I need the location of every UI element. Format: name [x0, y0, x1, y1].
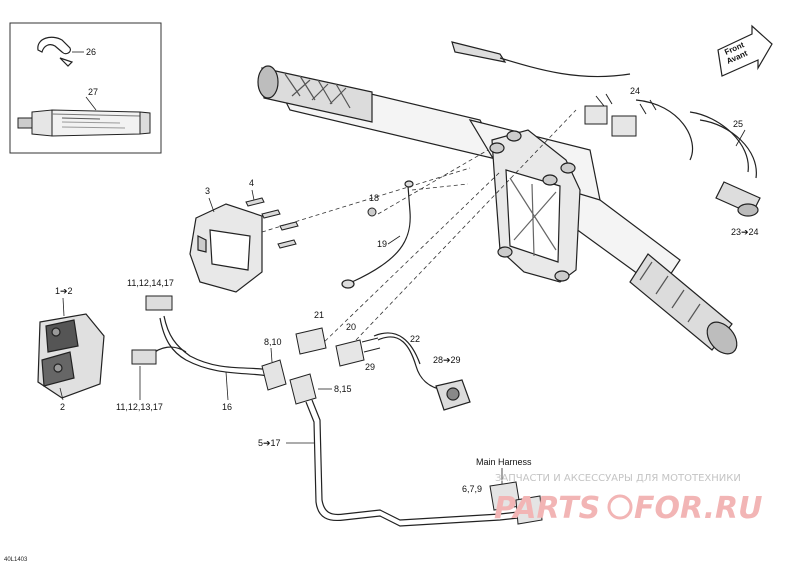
right-grip	[629, 253, 738, 355]
connector-11-14	[131, 295, 173, 365]
callout-24: 24	[630, 86, 640, 96]
watermark-logo-right: FOR.RU	[634, 491, 763, 526]
callout-19: 19	[377, 239, 387, 249]
left-grip	[257, 65, 373, 123]
front-direction-badge: Front Avant	[717, 24, 773, 77]
callout-8-15: 8,15	[334, 384, 352, 394]
cable-tie-part	[37, 36, 74, 67]
callout-21: 21	[314, 310, 324, 320]
watermark: ЗАПЧАСТИ И АКСЕССУАРЫ ДЛЯ МОТОТЕХНИКИ PA…	[494, 473, 763, 526]
watermark-gear-icon	[607, 494, 633, 520]
grease-tube-part	[17, 109, 151, 137]
callout-11-12-14-17: 11,12,14,17	[127, 278, 174, 288]
callout-27: 27	[88, 87, 98, 97]
callout-3: 3	[205, 186, 210, 196]
callout-18: 18	[369, 193, 379, 203]
connector-21	[295, 327, 327, 355]
figure-code: 40L1403	[4, 557, 28, 563]
callout-20: 20	[346, 322, 356, 332]
callout-29: 29	[365, 362, 375, 372]
accessory-inset: 26 27	[9, 22, 162, 154]
dashed-leaders	[261, 109, 577, 347]
callout-22: 22	[410, 334, 420, 344]
watermark-tagline: ЗАПЧАСТИ И АКСЕССУАРЫ ДЛЯ МОТОТЕХНИКИ	[495, 473, 741, 484]
callout-8-10: 8,10	[264, 337, 282, 347]
ground-wire-19	[341, 180, 414, 289]
handlebar-riser	[489, 129, 581, 283]
screws-4	[245, 197, 299, 249]
callout-28-29: 28➔29	[433, 355, 461, 365]
callout-25: 25	[733, 119, 743, 129]
callout-4: 4	[249, 178, 254, 188]
main-harness-connector	[489, 481, 543, 525]
cable-25	[451, 41, 757, 179]
callout-11-12-13-17: 11,12,13,17	[116, 402, 163, 412]
heat-switch-28-29	[435, 379, 471, 411]
callout-2: 2	[60, 402, 65, 412]
switch-housing-3	[189, 203, 263, 293]
harness-16	[149, 315, 271, 377]
harness-5-17	[305, 399, 519, 527]
main-harness-label: Main Harness	[476, 457, 532, 467]
connectors-8	[261, 359, 317, 405]
screw-18	[367, 207, 377, 217]
callout-5-17: 5➔17	[258, 438, 281, 448]
heated-grip-23-24	[715, 181, 761, 217]
watermark-logo-left: PARTS	[494, 491, 600, 526]
connector-20	[335, 337, 381, 367]
handlebar-switch-1-2	[37, 313, 105, 399]
callout-16: 16	[222, 402, 232, 412]
handlebar-assembly	[257, 65, 738, 355]
harness-22	[373, 332, 445, 391]
callout-23-24: 23➔24	[731, 227, 759, 237]
callout-1-2: 1➔2	[55, 286, 73, 296]
callout-26: 26	[86, 47, 96, 57]
connector-24	[584, 93, 657, 137]
callout-6-7-9: 6,7,9	[462, 484, 482, 494]
